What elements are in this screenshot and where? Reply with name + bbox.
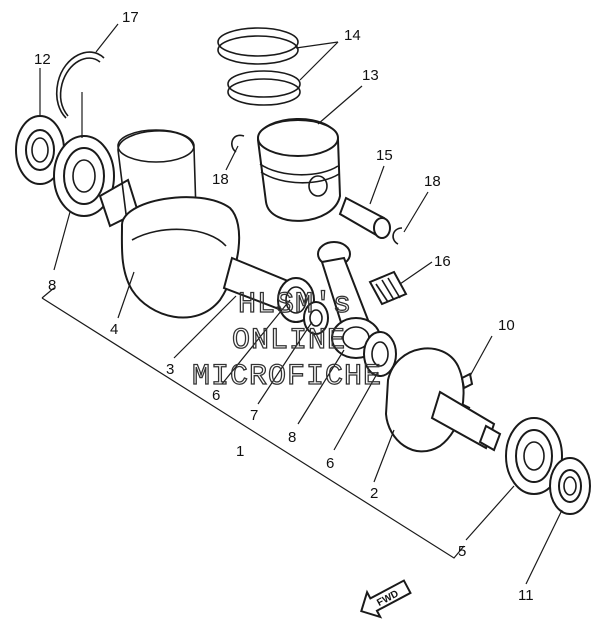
callout-2: 2 — [370, 485, 378, 502]
callout-4: 4 — [110, 321, 118, 338]
callout-5: 5 — [458, 543, 466, 560]
callout-1: 1 — [236, 443, 244, 460]
leader-lines — [39, 23, 563, 585]
callout-17: 16 — [434, 253, 451, 270]
part-11-oil-seal — [549, 457, 591, 515]
watermark-line-2: ONLINE — [232, 324, 346, 358]
part-14-piston — [256, 118, 342, 222]
part-4-crank-wheel-left — [120, 196, 241, 319]
fwd-arrow-icon: FWD — [360, 579, 412, 619]
part-18-clip-right — [392, 227, 403, 245]
callout-18-left: 18 — [212, 171, 229, 188]
part-17-needle-bearing — [368, 270, 408, 306]
part-12-circlip — [55, 51, 105, 119]
part-15-piston-rings — [217, 27, 301, 106]
callout-13: 12 — [34, 51, 51, 68]
part-16-piston-pin — [338, 196, 391, 239]
callout-3: 3 — [166, 361, 174, 378]
callout-8: 8 — [288, 429, 296, 446]
callout-6-right: 6 — [326, 455, 334, 472]
callout-15: 14 — [344, 27, 361, 44]
part-10-key — [460, 372, 474, 390]
callout-14: 13 — [362, 67, 379, 84]
callout-18-right: 18 — [424, 173, 441, 190]
callout-12: 17 — [122, 9, 139, 26]
watermark-line-1: HLSM's — [238, 288, 352, 322]
callout-10: 10 — [498, 317, 515, 334]
callout-7: 7 — [250, 407, 258, 424]
part-13-oil-seal — [15, 115, 65, 185]
callout-11: 11 — [518, 587, 534, 604]
part-5-bearing — [505, 417, 563, 495]
callout-9: 8 — [48, 277, 56, 294]
callout-6-left: 6 — [212, 387, 220, 404]
callout-16: 15 — [376, 147, 393, 164]
watermark-line-3: MICROFICHE — [192, 360, 382, 394]
part-18-clip-left — [231, 134, 245, 153]
part-6-washer-right — [363, 331, 397, 377]
part-2-crank-wheel-right — [384, 347, 502, 453]
